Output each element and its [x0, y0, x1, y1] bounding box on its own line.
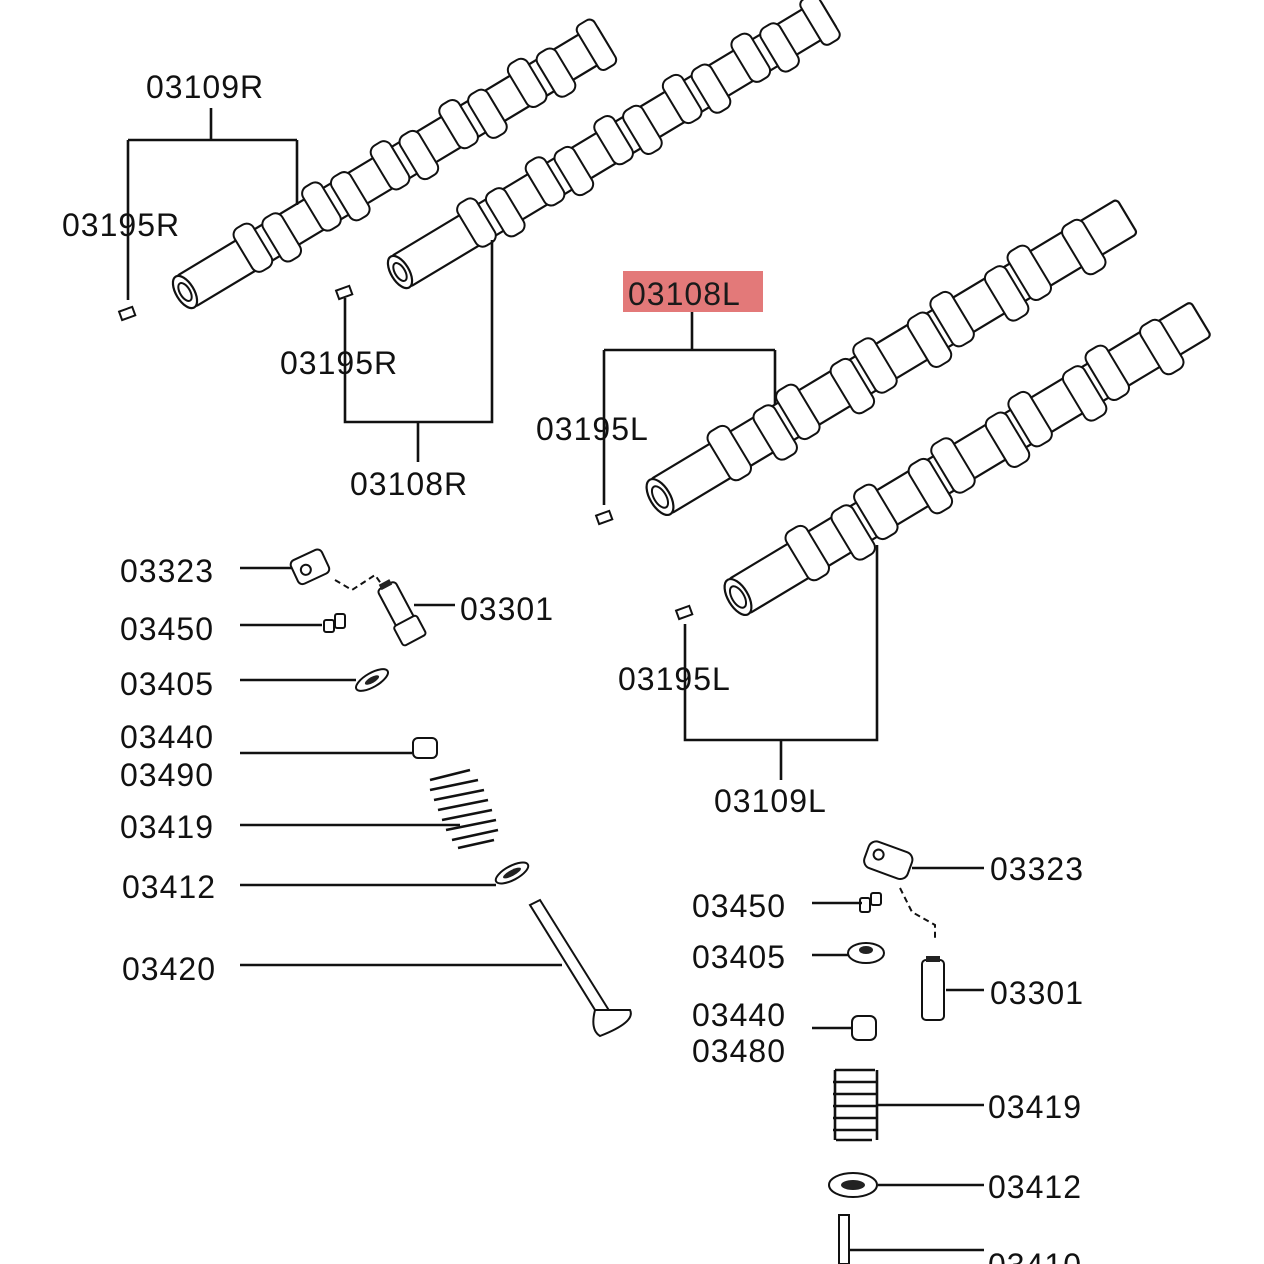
- part-03301-right[interactable]: [921, 956, 945, 1021]
- part-03323-right[interactable]: [862, 839, 915, 881]
- label-03450-right[interactable]: 03450: [692, 888, 786, 924]
- part-03440-left[interactable]: [412, 737, 438, 759]
- part-03450-left[interactable]: [323, 613, 346, 633]
- label-03480-right[interactable]: 03480: [692, 1033, 786, 1069]
- label-03301-right[interactable]: 03301: [990, 975, 1084, 1011]
- label-03419-left[interactable]: 03419: [120, 809, 214, 845]
- label-03301-left[interactable]: 03301: [460, 591, 554, 627]
- label-03450-left[interactable]: 03450: [120, 611, 214, 647]
- part-03412-right[interactable]: [828, 1172, 878, 1198]
- label-03420-left[interactable]: 03420: [122, 951, 216, 987]
- label-03109R[interactable]: 03109R: [146, 69, 264, 105]
- part-03412-left[interactable]: [493, 858, 531, 887]
- spring-03419-right[interactable]: [833, 1068, 879, 1142]
- label-03323-left[interactable]: 03323: [120, 553, 214, 589]
- label-03412-left[interactable]: 03412: [122, 869, 216, 905]
- part-03450-right[interactable]: [859, 892, 882, 913]
- key-03195L-a[interactable]: [594, 509, 614, 526]
- valve-03420-left[interactable]: [528, 898, 632, 1038]
- label-03195L-b[interactable]: 03195L: [618, 661, 731, 697]
- label-03410-right[interactable]: 03410: [988, 1247, 1082, 1264]
- key-03195R-b[interactable]: [334, 284, 354, 301]
- part-03301-left[interactable]: [373, 576, 427, 647]
- label-03195R-b[interactable]: 03195R: [280, 345, 398, 381]
- label-03195R-a[interactable]: 03195R: [62, 207, 180, 243]
- camshaft-03109R[interactable]: [163, 16, 620, 321]
- label-03405-right[interactable]: 03405: [692, 939, 786, 975]
- label-03490-left[interactable]: 03490: [120, 757, 214, 793]
- part-03405-left[interactable]: [353, 665, 391, 695]
- camshaft-03108L[interactable]: [636, 191, 1144, 530]
- part-03440-right[interactable]: [851, 1015, 877, 1041]
- label-03405-left[interactable]: 03405: [120, 666, 214, 702]
- spring-03419-left[interactable]: [429, 768, 499, 850]
- label-03440-left[interactable]: 03440: [120, 719, 214, 755]
- label-03419-right[interactable]: 03419: [988, 1089, 1082, 1125]
- label-03195L-a[interactable]: 03195L: [536, 411, 649, 447]
- highlight-box: [623, 271, 763, 312]
- label-03412-right[interactable]: 03412: [988, 1169, 1082, 1205]
- valve-03410-right[interactable]: [838, 1214, 850, 1264]
- label-03108L[interactable]: 03108L: [628, 276, 741, 312]
- label-03108R[interactable]: 03108R: [350, 466, 468, 502]
- camshaft-03108R[interactable]: [378, 0, 843, 301]
- key-03195L-b[interactable]: [674, 604, 694, 621]
- camshaft-03109L[interactable]: [714, 293, 1217, 629]
- label-03323-right[interactable]: 03323: [990, 851, 1084, 887]
- part-03405-right[interactable]: [847, 942, 885, 964]
- key-03195R-a[interactable]: [117, 305, 137, 322]
- label-03109L[interactable]: 03109L: [714, 783, 827, 819]
- part-03323-left[interactable]: [289, 548, 331, 586]
- label-03440-right[interactable]: 03440: [692, 997, 786, 1033]
